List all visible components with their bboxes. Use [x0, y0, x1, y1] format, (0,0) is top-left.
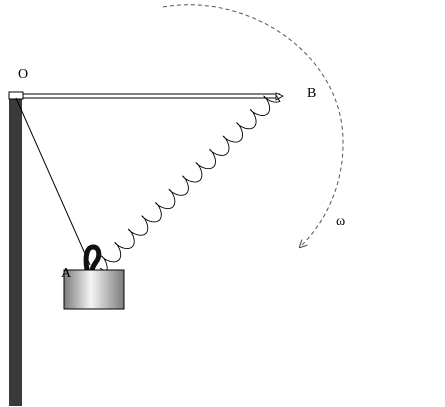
- rotation-direction-arc: [162, 4, 344, 245]
- label-omega: ω: [336, 214, 345, 229]
- label-o: O: [18, 67, 28, 82]
- string-oa: [15, 97, 91, 266]
- pivot-o: [8, 91, 24, 100]
- spring-coil: [99, 94, 281, 273]
- label-b: B: [307, 86, 316, 101]
- load-block: [63, 269, 125, 310]
- spring-ab: [99, 94, 281, 273]
- hook: [83, 244, 102, 274]
- label-a: A: [61, 266, 72, 281]
- horizontal-rod: [9, 92, 284, 101]
- vertical-post: [9, 94, 22, 406]
